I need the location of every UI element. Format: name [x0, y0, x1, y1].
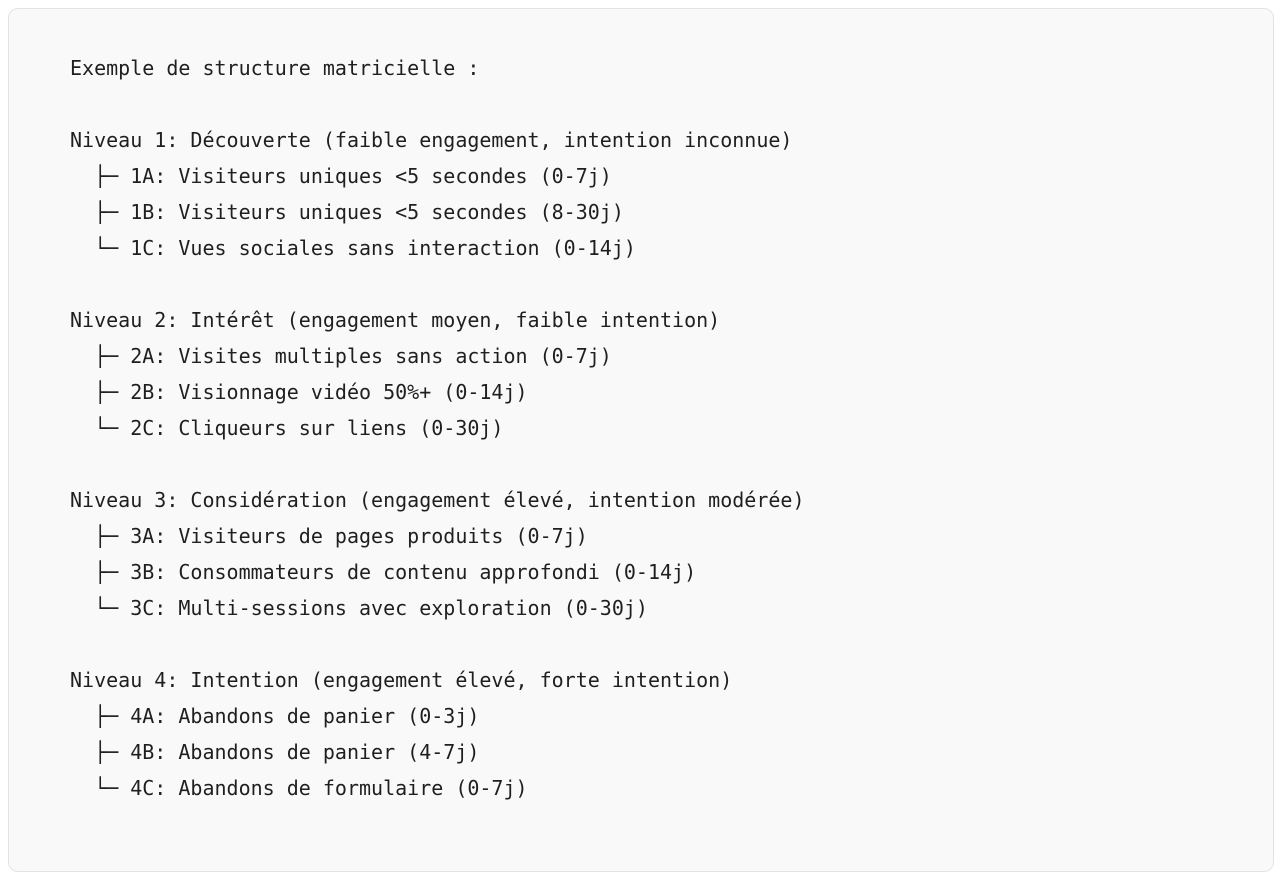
- segment-item: └─ 4C: Abandons de formulaire (0-7j): [70, 776, 528, 800]
- code-block: Exemple de structure matricielle : Nivea…: [8, 8, 1274, 872]
- segment-item: ├─ 3A: Visiteurs de pages produits (0-7j…: [70, 524, 588, 548]
- segment-item: ├─ 4A: Abandons de panier (0-3j): [70, 704, 480, 728]
- segment-item: ├─ 2B: Visionnage vidéo 50%+ (0-14j): [70, 380, 528, 404]
- level-title: Niveau 3: Considération (engagement élev…: [70, 488, 805, 512]
- blank-line: [70, 266, 1273, 302]
- blank-line: [70, 626, 1273, 662]
- segment-item: ├─ 1B: Visiteurs uniques <5 secondes (8-…: [70, 200, 624, 224]
- blank-line: [70, 86, 1273, 122]
- segment-item: └─ 1C: Vues sociales sans interaction (0…: [70, 236, 636, 260]
- segment-item: └─ 3C: Multi-sessions avec exploration (…: [70, 596, 648, 620]
- segment-item: ├─ 4B: Abandons de panier (4-7j): [70, 740, 480, 764]
- level-title: Niveau 4: Intention (engagement élevé, f…: [70, 668, 733, 692]
- segment-item: ├─ 2A: Visites multiples sans action (0-…: [70, 344, 612, 368]
- blank-line: [70, 446, 1273, 482]
- segment-item: ├─ 3B: Consommateurs de contenu approfon…: [70, 560, 697, 584]
- level-title: Niveau 1: Découverte (faible engagement,…: [70, 128, 793, 152]
- level-title: Niveau 2: Intérêt (engagement moyen, fai…: [70, 308, 721, 332]
- segment-item: ├─ 1A: Visiteurs uniques <5 secondes (0-…: [70, 164, 612, 188]
- intro-line: Exemple de structure matricielle :: [70, 56, 480, 80]
- segment-item: └─ 2C: Cliqueurs sur liens (0-30j): [70, 416, 504, 440]
